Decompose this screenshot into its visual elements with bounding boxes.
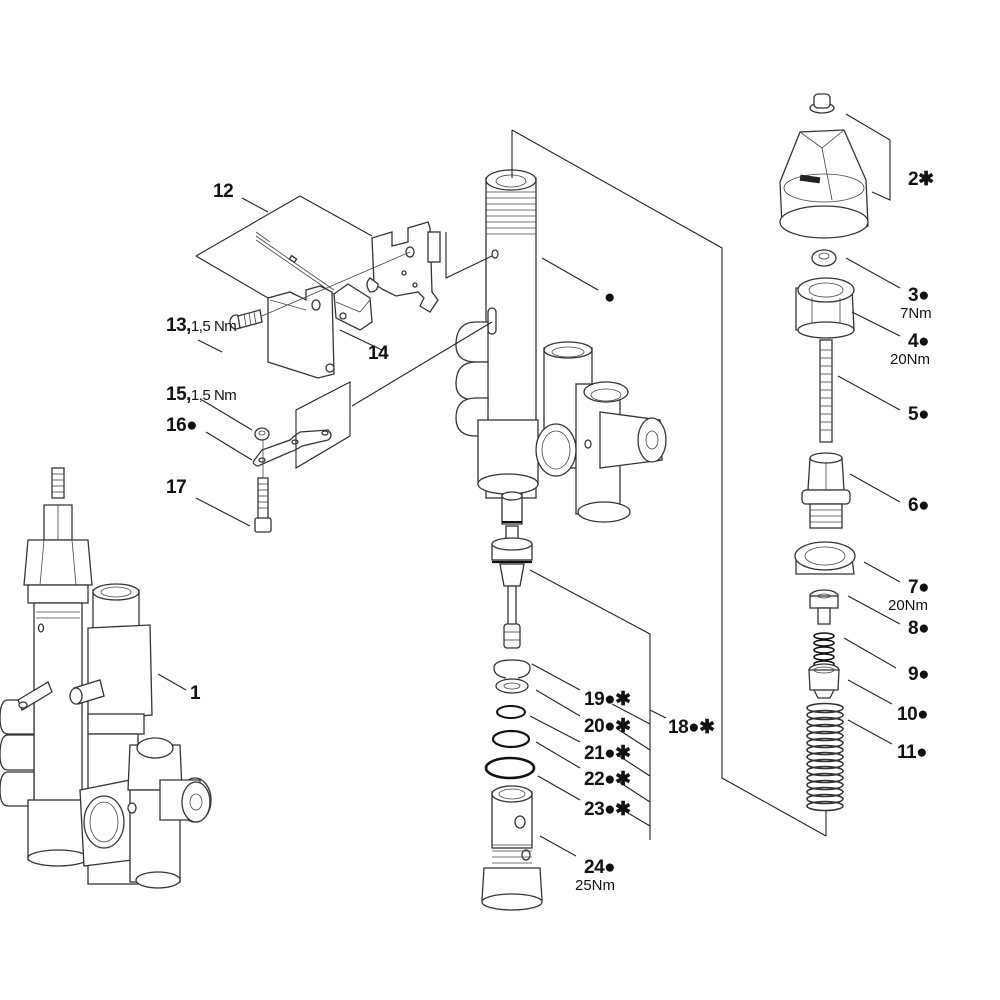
spring-coil	[806, 779, 844, 791]
callout-21: 21●✱	[584, 744, 631, 763]
part-number: 24	[584, 857, 605, 878]
callout-6: 6●	[908, 495, 930, 516]
callout-20: 20●✱	[584, 717, 631, 736]
grouping-frames	[195, 129, 827, 840]
marker-symbol: ✱	[918, 169, 934, 190]
marker-symbol: ●	[918, 495, 930, 516]
assembled-valve-unit	[0, 467, 212, 889]
torque-spec: 1,5 Nm	[190, 318, 237, 335]
marker-symbol: ●	[918, 577, 930, 598]
callout-1: 1	[190, 683, 201, 704]
marker-symbol: ●✱	[688, 717, 715, 738]
callout-10: 10●	[897, 704, 929, 725]
torque-spec-4: 20Nm	[890, 351, 931, 368]
part-number: 1	[190, 683, 201, 704]
part-number: 8	[908, 618, 919, 639]
spring-coil	[806, 786, 844, 798]
torque-spec: 1,5 Nm	[190, 387, 237, 404]
part-number: 2	[908, 169, 919, 190]
part-number: 5	[908, 404, 919, 425]
part-number: 9	[908, 664, 919, 685]
marker-symbol: ●	[916, 742, 928, 763]
callout-12: 12	[213, 181, 234, 202]
spring-coil	[806, 793, 844, 805]
spring-coil	[806, 800, 844, 812]
valve-body	[351, 169, 667, 523]
marker-symbol: ●	[918, 404, 930, 425]
spring-coil	[806, 751, 844, 763]
callout-3: 3●	[908, 285, 930, 306]
spring-coil	[806, 758, 844, 770]
callout-14: 14	[368, 343, 389, 364]
part-number: 18	[668, 717, 689, 738]
spring-coil	[806, 709, 844, 721]
leader-lines	[157, 197, 901, 857]
part-number: 16	[166, 415, 187, 436]
spring-coil	[806, 716, 844, 728]
marker-symbol: ●	[604, 287, 615, 308]
callout-13: 13,1,5 Nm	[166, 315, 237, 336]
callout-24: 24●	[584, 857, 616, 878]
marker-symbol: ●✱	[604, 689, 631, 710]
torque-spec-3: 7Nm	[900, 305, 932, 322]
callout-4: 4●	[908, 331, 930, 352]
marker-symbol: ●✱	[604, 799, 631, 820]
part-number: 13,	[166, 315, 191, 336]
part-number: 17	[166, 477, 187, 498]
marker-symbol: ●✱	[604, 716, 631, 737]
torque-spec-7: 20Nm	[888, 597, 929, 614]
callout-8: 8●	[908, 618, 930, 639]
part-number: 11	[897, 742, 917, 763]
spring-coil	[806, 723, 844, 735]
callout-2: 2✱	[908, 170, 934, 189]
part-number: 19	[584, 689, 605, 710]
callout-15: 15,1,5 Nm	[166, 384, 237, 405]
part-number: 22	[584, 769, 605, 790]
marker-symbol: ●	[918, 331, 930, 352]
part-number: 6	[908, 495, 919, 516]
spring-coil	[806, 744, 844, 756]
callout-19: 19●✱	[584, 690, 631, 709]
part-number: 21	[584, 743, 605, 764]
callout-23: 23●✱	[584, 800, 631, 819]
spring-coil	[806, 765, 844, 777]
marker-symbol: ●	[918, 618, 930, 639]
marker-symbol: ●	[604, 857, 616, 878]
part-number: 3	[908, 285, 919, 306]
part-number: 23	[584, 799, 605, 820]
part-number: 4	[908, 331, 919, 352]
marker-symbol: ●	[918, 664, 930, 685]
part-number: 20	[584, 716, 605, 737]
marker-symbol: ●	[918, 285, 930, 306]
piston-and-seal-kit	[481, 491, 543, 911]
callout-17: 17	[166, 477, 187, 498]
coil-spring-11	[806, 702, 844, 812]
callout-7: 7●	[908, 577, 930, 598]
callout-9: 9●	[908, 664, 930, 685]
part-number: 12	[213, 181, 234, 202]
part-number: 10	[897, 704, 918, 725]
torque-spec-24: 25Nm	[575, 877, 616, 894]
callout-16: 16●	[166, 415, 198, 436]
spring-coil	[806, 737, 844, 749]
marker-symbol: ●✱	[604, 743, 631, 764]
marker-symbol: ●✱	[604, 769, 631, 790]
marker-symbol: ●	[917, 704, 929, 725]
linkage-assembly	[252, 381, 351, 533]
part-number: 15,	[166, 384, 191, 405]
pressure-adjust-stack	[779, 93, 891, 836]
part-number: 14	[368, 343, 389, 364]
callout-22: 22●✱	[584, 770, 631, 789]
callout-18: 18●✱	[668, 718, 715, 737]
part-number: 7	[908, 577, 919, 598]
spring-coil	[806, 702, 844, 714]
spring-coil	[806, 772, 844, 784]
marker-symbol: ●	[186, 415, 198, 436]
callout-11: 11●	[897, 742, 928, 763]
microswitch-assembly	[229, 221, 441, 379]
callout-body: ●	[604, 288, 615, 307]
spring-coil	[806, 730, 844, 742]
callout-5: 5●	[908, 404, 930, 425]
